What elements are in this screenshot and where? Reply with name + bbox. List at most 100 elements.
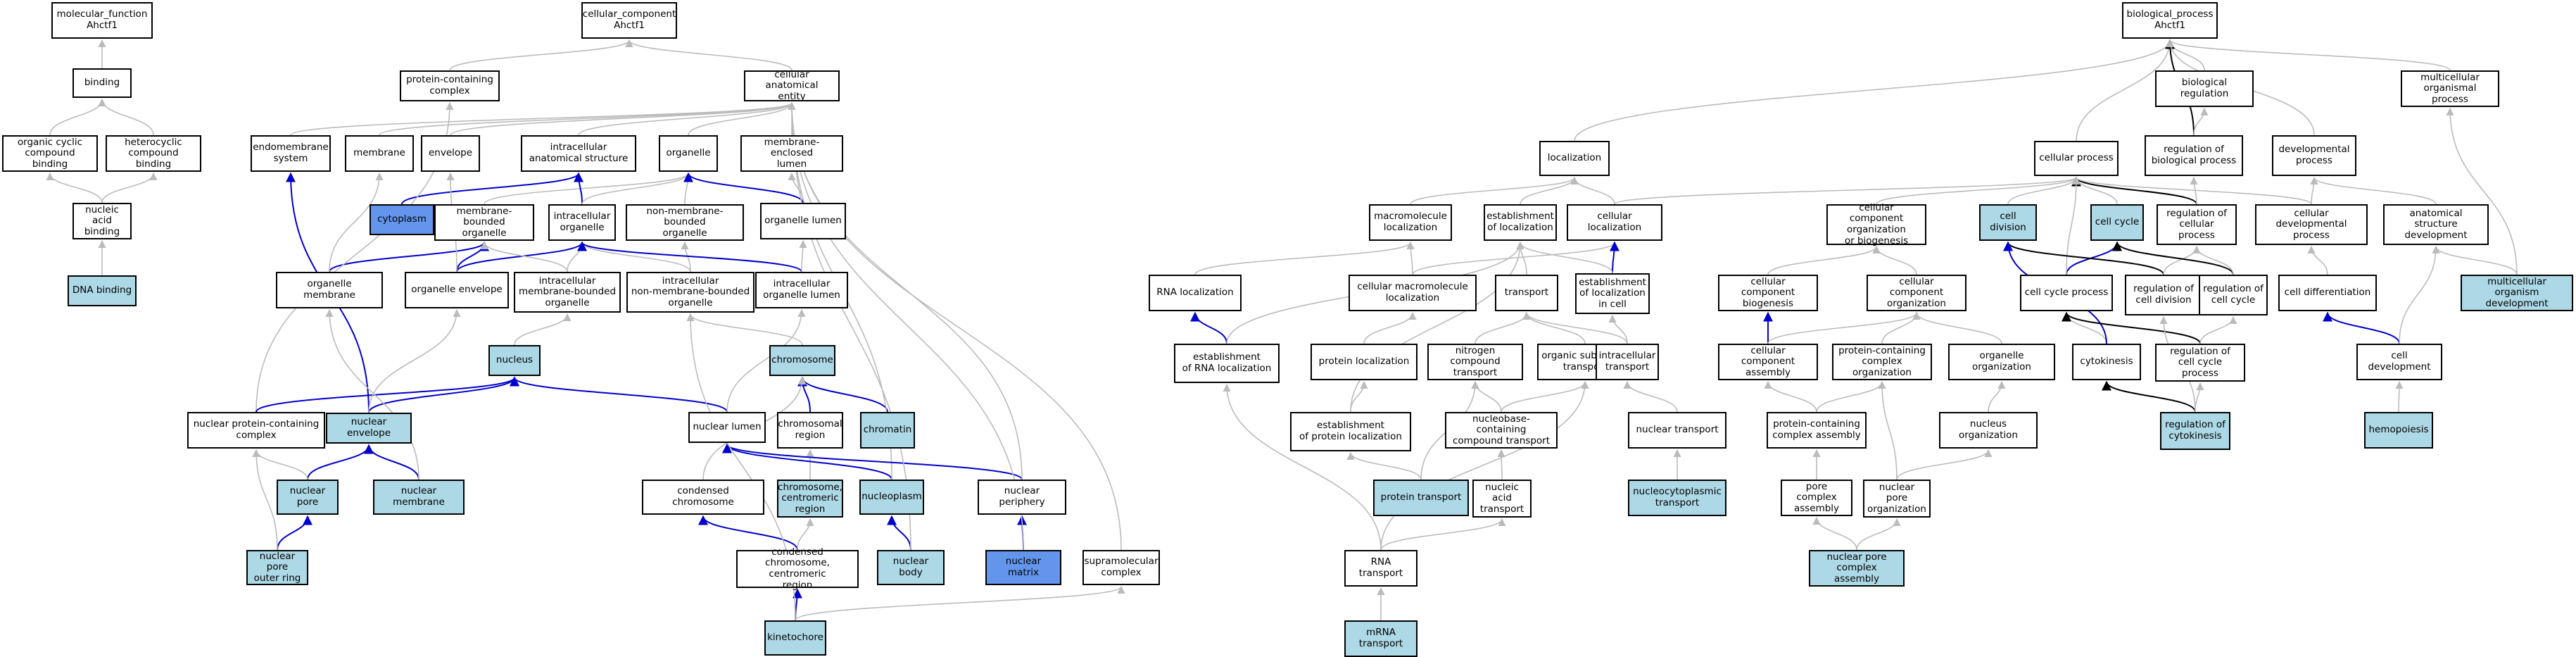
node-nitrogen-compound-transport[interactable]: nitrogen compound transport: [1427, 344, 1523, 380]
node-biological-regulation[interactable]: biological regulation: [2155, 70, 2254, 107]
node-regulation-bio-process[interactable]: regulation of biological process: [2145, 135, 2243, 176]
node-cc-assembly[interactable]: cellular component assembly: [1718, 344, 1818, 380]
node-rna-transport[interactable]: RNA transport: [1344, 550, 1418, 587]
node-supramolecular-complex[interactable]: supramolecular complex: [1082, 550, 1160, 585]
node-regulation-cell-cycle-process[interactable]: regulation of cell cycle process: [2155, 344, 2245, 382]
node-nucleic-acid-transport[interactable]: nucleic acid transport: [1472, 480, 1532, 518]
node-org-cyclic[interactable]: organic cyclic compound binding: [2, 135, 98, 172]
node-cell-anat-entity[interactable]: cellular anatomical entity: [744, 69, 840, 102]
edge-cell_development-to-cell_differentiation: [2323, 311, 2400, 344]
node-cell-differentiation[interactable]: cell differentiation: [2278, 275, 2377, 311]
node-cc-org-biogenesis[interactable]: cellular component organization or bioge…: [1826, 202, 1926, 246]
node-chrom-centromeric[interactable]: chromosome, centromeric region: [777, 480, 843, 518]
node-chromatin[interactable]: chromatin: [860, 412, 915, 449]
node-localization[interactable]: localization: [1539, 141, 1610, 176]
node-dna-binding[interactable]: DNA binding: [68, 275, 137, 306]
node-regulation-cellular-process[interactable]: regulation of cellular process: [2157, 204, 2237, 245]
node-kinetochore[interactable]: kinetochore: [764, 620, 826, 656]
node-organelle-envelope[interactable]: organelle envelope: [405, 272, 509, 308]
edge-regulation_cell_cycle-to-regulation_cellular_process: [2192, 245, 2234, 275]
node-condensed-chrom-centromeric[interactable]: condensed chromosome, centromeric region: [736, 546, 859, 590]
node-cc-biogenesis[interactable]: cellular component biogenesis: [1718, 275, 1818, 311]
node-ic-nmb-org[interactable]: intracellular non-membrane-bounded organ…: [626, 272, 755, 313]
node-nucleus[interactable]: nucleus: [488, 345, 541, 376]
node-cellular-localization[interactable]: cellular localization: [1567, 204, 1662, 241]
node-multicellular-organismal-process[interactable]: multicellular organismal process: [2401, 70, 2499, 107]
node-cell-development[interactable]: cell development: [2356, 344, 2442, 380]
node-mf-root[interactable]: molecular_function Ahctf1: [51, 2, 153, 39]
node-nuclear-body[interactable]: nuclear body: [877, 550, 945, 585]
node-cell-cycle-process[interactable]: cell cycle process: [2020, 275, 2113, 311]
node-cc-root[interactable]: cellular_component Ahctf1: [581, 2, 677, 39]
node-multicellular-org-dev[interactable]: multicellular organism development: [2461, 275, 2573, 311]
node-cytokinesis[interactable]: cytokinesis: [2072, 344, 2141, 380]
node-nucleus-organization[interactable]: nucleus organization: [1939, 412, 2038, 449]
node-chromosomal-region[interactable]: chromosomal region: [777, 412, 843, 449]
node-organelle-organization[interactable]: organelle organization: [1948, 344, 2055, 380]
node-ic-anat-struct[interactable]: intracellular anatomical structure: [521, 135, 636, 172]
node-regulation-cytokinesis[interactable]: regulation of cytokinesis: [2160, 412, 2230, 450]
node-binding[interactable]: binding: [72, 68, 132, 98]
node-chromosome[interactable]: chromosome: [769, 345, 835, 376]
node-establishment-protein-localization[interactable]: establishment of protein localization: [1290, 412, 1411, 451]
node-establishment-loc-cell[interactable]: establishment of localization in cell: [1575, 273, 1650, 314]
node-nuclear-pore-outer-ring[interactable]: nuclear pore outer ring: [246, 550, 308, 585]
node-nuclear-pore-complex-assembly[interactable]: nuclear pore complex assembly: [1809, 550, 1905, 587]
node-hemopoiesis[interactable]: hemopoiesis: [2364, 412, 2433, 449]
node-ic-mb-org[interactable]: intracellular membrane-bounded organelle: [514, 272, 621, 313]
node-envelope[interactable]: envelope: [421, 135, 480, 172]
node-pc-complex-assembly[interactable]: protein-containing complex assembly: [1767, 412, 1867, 449]
node-nuclear-transport[interactable]: nuclear transport: [1628, 412, 1726, 449]
node-protein-containing-complex[interactable]: protein-containing complex: [400, 70, 500, 101]
node-regulation-cell-division[interactable]: regulation of cell division: [2125, 275, 2202, 315]
node-protein-localization[interactable]: protein localization: [1311, 344, 1418, 380]
node-nucleocytoplasmic-transport[interactable]: nucleocytoplasmic transport: [1628, 480, 1726, 516]
node-cell-cycle[interactable]: cell cycle: [2090, 204, 2144, 241]
node-bp-root[interactable]: biological_process Ahctf1: [2122, 2, 2218, 39]
node-endomembrane[interactable]: endomembrane system: [251, 135, 331, 172]
node-nuclear-periphery[interactable]: nuclear periphery: [978, 480, 1066, 515]
edge-heterocyclic-to-binding: [98, 98, 154, 136]
node-condensed-chromosome[interactable]: condensed chromosome: [642, 480, 764, 515]
node-cytoplasm[interactable]: cytoplasm: [370, 204, 434, 235]
node-establishment-localization[interactable]: establishment of localization: [1484, 204, 1557, 241]
node-cellular-developmental-process[interactable]: cellular developmental process: [2255, 204, 2368, 245]
node-nucleic-acid-binding[interactable]: nucleic acid binding: [72, 203, 132, 239]
node-ic-organelle[interactable]: intracellular organelle: [548, 204, 616, 241]
node-intracellular-transport[interactable]: intracellular transport: [1596, 344, 1659, 380]
node-nuclear-matrix[interactable]: nuclear matrix: [985, 550, 1061, 585]
node-non-membrane-bounded-org[interactable]: non-membrane-bounded organelle: [626, 204, 744, 241]
node-cell-division[interactable]: cell division: [1979, 204, 2037, 241]
node-nuclear-pore-organization[interactable]: nuclear pore organization: [1863, 480, 1931, 518]
node-nuclear-envelope[interactable]: nuclear envelope: [326, 413, 412, 444]
node-organelle-lumen[interactable]: organelle lumen: [760, 203, 846, 239]
node-pc-complex-org[interactable]: protein-containing complex organization: [1832, 344, 1932, 380]
node-developmental-process[interactable]: developmental process: [2272, 135, 2356, 176]
node-macromolecule-localization[interactable]: macromolecule localization: [1369, 204, 1452, 241]
node-anatomical-structure-development[interactable]: anatomical structure development: [2383, 204, 2489, 245]
node-rna-localization[interactable]: RNA localization: [1149, 275, 1242, 311]
node-cc-organization[interactable]: cellular component organization: [1867, 275, 1966, 311]
edge-rna_transport-to-nucleic_acid_transport: [1380, 518, 1506, 551]
node-organelle-membrane[interactable]: organelle membrane: [276, 272, 383, 308]
node-mrna-transport[interactable]: mRNA transport: [1344, 620, 1418, 657]
node-nuclear-pore[interactable]: nuclear pore: [277, 480, 339, 515]
node-nuclear-lumen[interactable]: nuclear lumen: [688, 412, 766, 443]
node-protein-transport[interactable]: protein transport: [1373, 480, 1469, 516]
node-membrane[interactable]: membrane: [345, 135, 414, 172]
node-regulation-cell-cycle[interactable]: regulation of cell cycle: [2199, 275, 2268, 315]
node-ic-org-lumen[interactable]: intracellular organelle lumen: [755, 272, 848, 308]
node-nuclear-protein-complex[interactable]: nuclear protein-containing complex: [187, 412, 325, 449]
node-establishment-rna-localization[interactable]: establishment of RNA localization: [1174, 344, 1280, 383]
node-membrane-bounded-org[interactable]: membrane-bounded organelle: [434, 204, 534, 241]
node-nucleoplasm[interactable]: nucleoplasm: [859, 480, 924, 515]
node-cellular-process[interactable]: cellular process: [2034, 141, 2119, 176]
node-nuclear-membrane[interactable]: nuclear membrane: [373, 480, 465, 515]
node-transport[interactable]: transport: [1495, 275, 1558, 311]
node-cellular-macromolecule-localization[interactable]: cellular macromolecule localization: [1349, 275, 1477, 311]
node-pore-complex-assembly[interactable]: pore complex assembly: [1781, 480, 1852, 516]
node-organelle[interactable]: organelle: [659, 135, 718, 172]
node-nucleobase-transport[interactable]: nucleobase-containing compound transport: [1445, 412, 1558, 449]
node-heterocyclic[interactable]: heterocyclic compound binding: [106, 135, 201, 172]
node-membrane-enclosed-lumen[interactable]: membrane-enclosed lumen: [740, 135, 843, 172]
